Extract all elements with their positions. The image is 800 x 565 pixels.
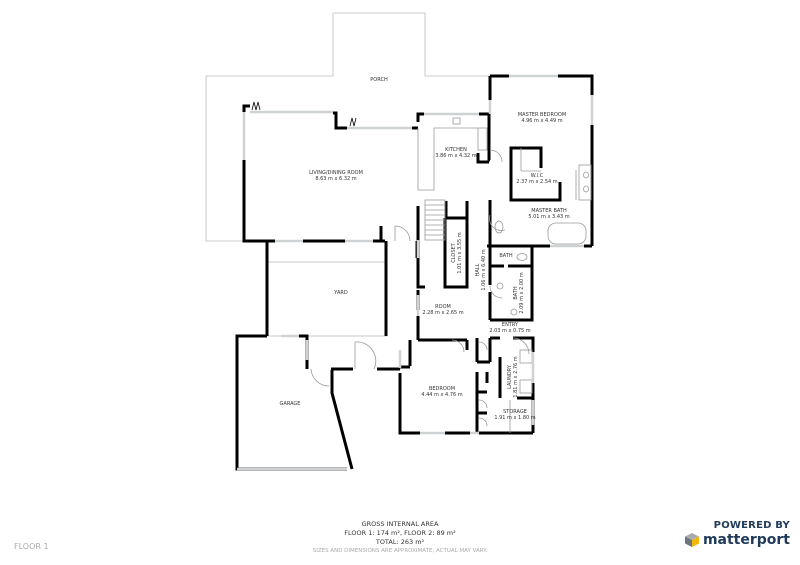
room-dims-wic: 2.37 m x 2.54 m bbox=[516, 179, 557, 185]
room-name-storage: STORAGE bbox=[503, 409, 527, 415]
floor-label: FLOOR 1 bbox=[14, 542, 49, 551]
area-summary: GROSS INTERNAL AREA FLOOR 1: 174 m², FLO… bbox=[250, 520, 550, 556]
room-name-wic: W.I.C bbox=[531, 173, 544, 179]
room-dims-bedroom: 4.44 m x 4.76 m bbox=[421, 392, 462, 398]
room-dims-room: 2.28 m x 2.65 m bbox=[422, 310, 463, 316]
room-name-room: ROOM bbox=[435, 304, 451, 310]
powered-by-label: POWERED BY bbox=[713, 520, 790, 531]
interior-lines bbox=[310, 117, 592, 433]
porch-outline bbox=[205, 12, 491, 242]
room-name-entry: ENTRY bbox=[502, 322, 519, 328]
room-name-hall: HALL bbox=[475, 263, 481, 276]
matterport-wordmark: matterport bbox=[702, 532, 790, 548]
room-name-bedroom: BEDROOM bbox=[429, 386, 455, 392]
room-dims-hall: 1.06 m x 6.40 m bbox=[481, 249, 487, 290]
room-name-living-dining: LIVING/DINING ROOM bbox=[309, 170, 363, 176]
room-name-porch: PORCH bbox=[370, 77, 388, 83]
room-name-closet: CLOSET bbox=[451, 242, 457, 262]
windows bbox=[237, 74, 594, 471]
matterport-branding: POWERED BY matterport bbox=[680, 520, 790, 548]
room-name-kitchen: KITCHEN bbox=[445, 147, 467, 153]
disclaimer: SIZES AND DIMENSIONS ARE APPROXIMATE, AC… bbox=[312, 548, 488, 554]
room-name-master-bedroom: MASTER BEDROOM bbox=[518, 112, 566, 118]
room-name-master-bath: MASTER BATH bbox=[531, 208, 567, 214]
sliding-door-icons bbox=[251, 101, 357, 127]
room-dims-bath-2: 2.09 m x 2.00 m bbox=[519, 272, 525, 313]
area-title: GROSS INTERNAL AREA bbox=[361, 520, 439, 528]
room-dims-entry: 2.03 m x 0.75 m bbox=[489, 328, 530, 334]
room-dims-master-bath: 5.01 m x 3.43 m bbox=[528, 214, 569, 220]
room-name-laundry: LAUNDRY bbox=[507, 364, 513, 389]
room-name-bath-1: BATH bbox=[499, 253, 513, 259]
room-dims-storage: 1.91 m x 1.80 m bbox=[494, 415, 535, 421]
room-dims-closet: 1.01 m x 3.55 m bbox=[457, 232, 463, 273]
room-labels: PORCH MASTER BEDROOM 4.96 m x 4.49 m KIT… bbox=[280, 77, 570, 421]
walls bbox=[235, 74, 594, 471]
room-name-garage: GARAGE bbox=[280, 401, 301, 407]
room-dims-living-dining: 8.63 m x 6.32 m bbox=[315, 176, 356, 182]
room-dims-kitchen: 3.86 m x 4.32 m bbox=[435, 153, 476, 159]
matterport-cube-icon bbox=[684, 533, 699, 547]
room-dims-master-bedroom: 4.96 m x 4.49 m bbox=[521, 118, 562, 124]
area-floors: FLOOR 1: 174 m², FLOOR 2: 89 m² bbox=[344, 529, 456, 537]
room-name-bath-2: BATH bbox=[513, 286, 519, 300]
area-total: TOTAL: 263 m² bbox=[375, 538, 425, 546]
room-name-yard: YARD bbox=[333, 290, 348, 296]
room-dims-laundry: 1.81 m x 2.76 m bbox=[513, 356, 519, 397]
yard-outline bbox=[267, 261, 388, 337]
